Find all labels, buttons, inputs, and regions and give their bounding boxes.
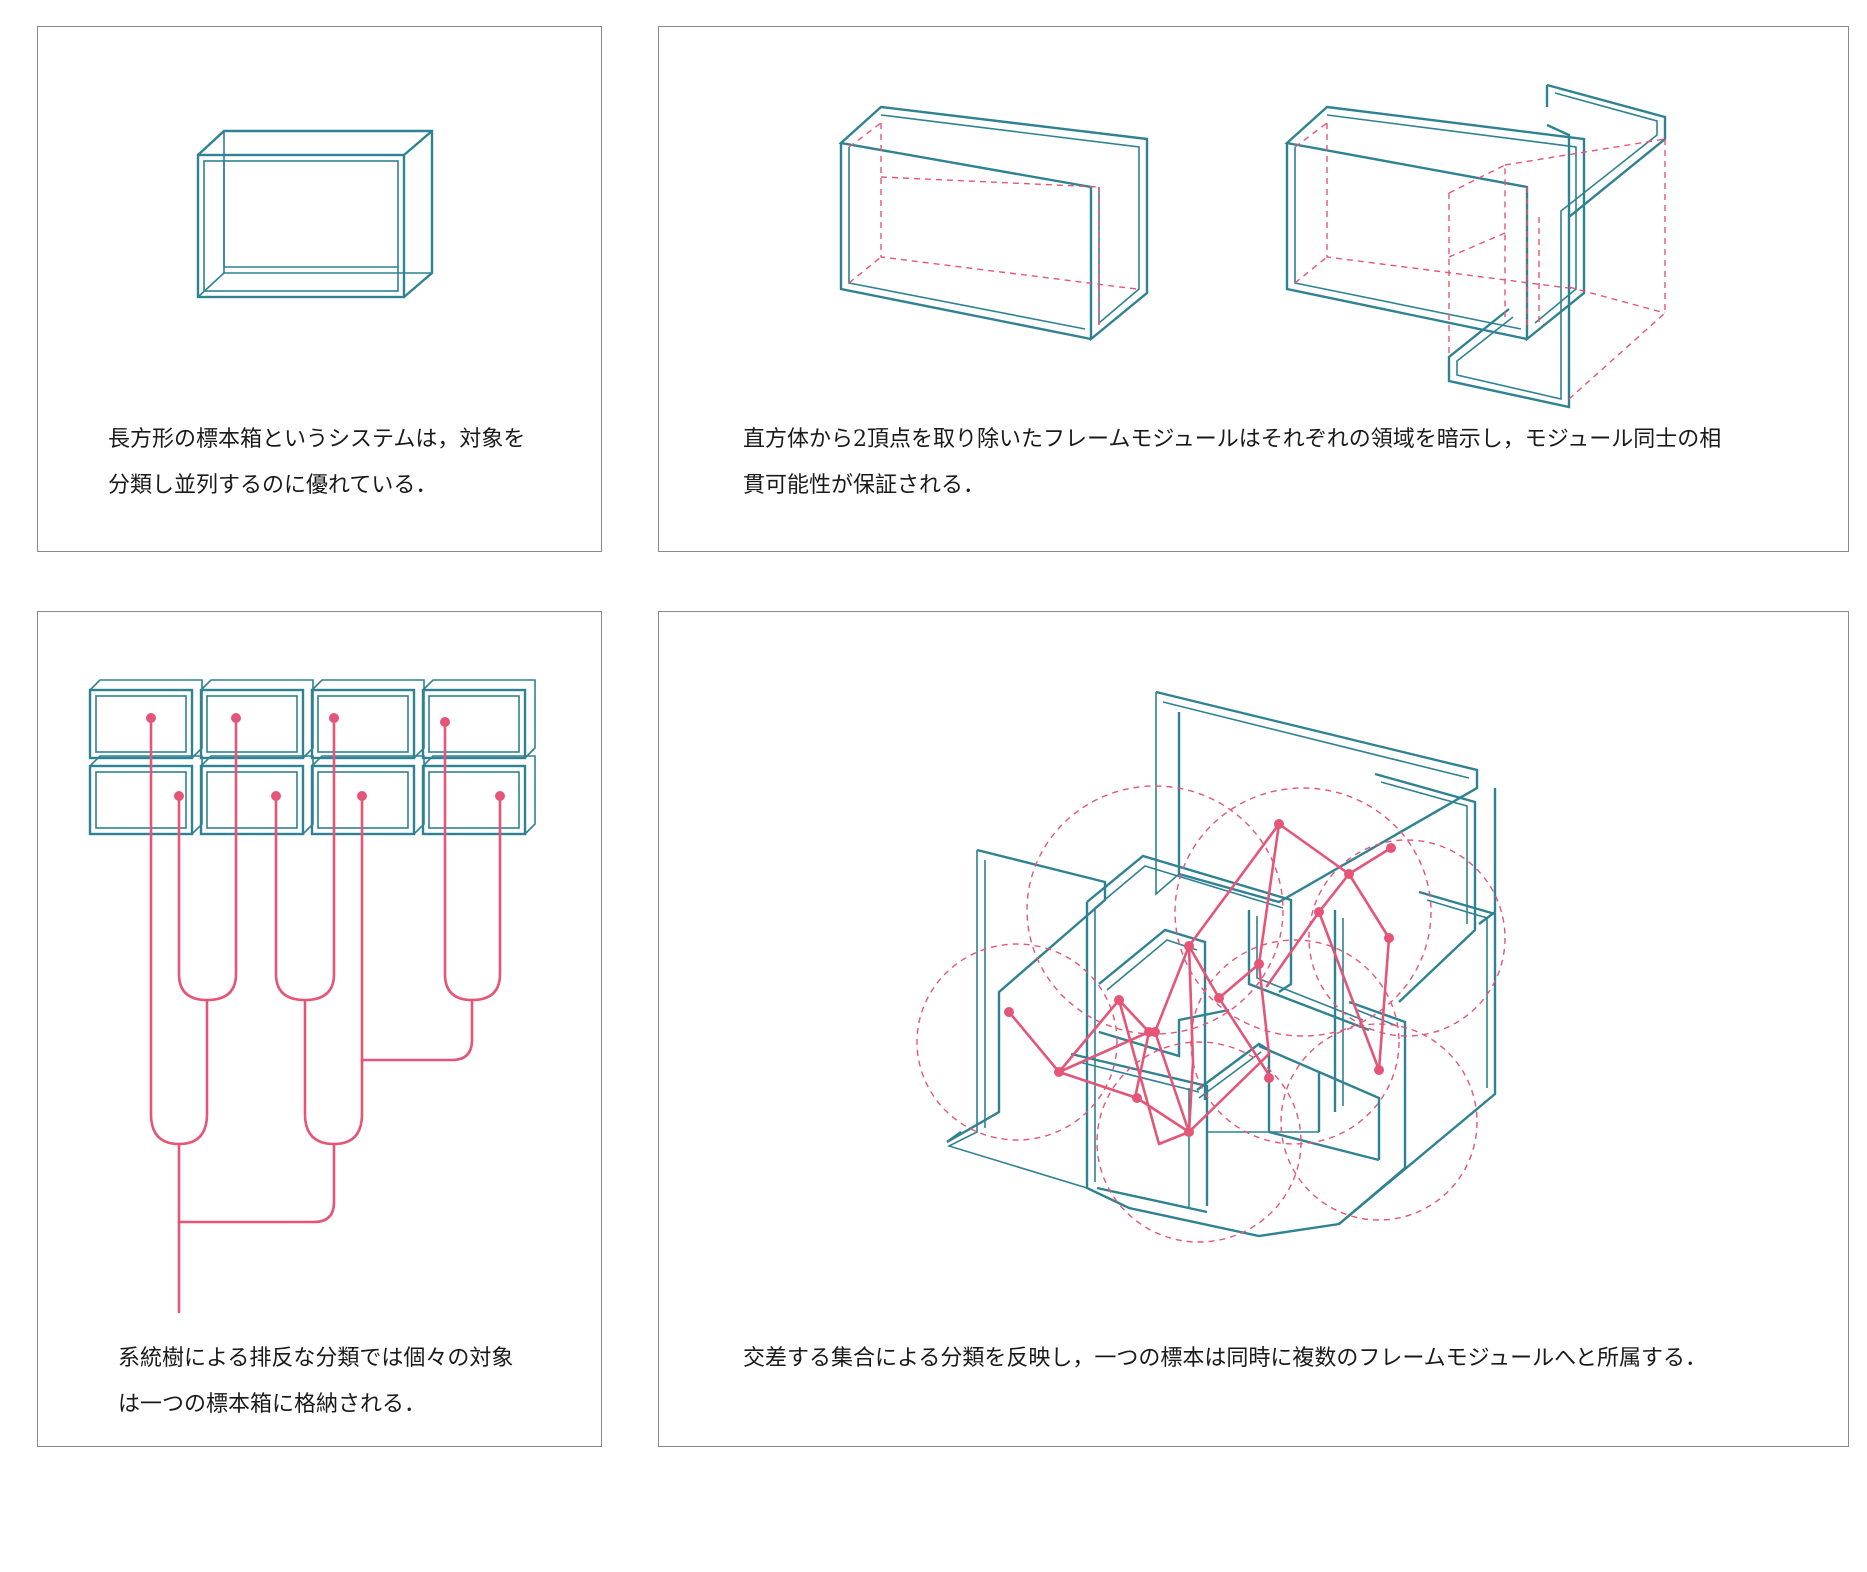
- specimen-network: [1004, 819, 1396, 1146]
- phylogenetic-tree: [146, 713, 505, 1314]
- caption-line: 貫可能性が保証される．: [743, 473, 986, 498]
- frame-module-b: [1284, 83, 1667, 409]
- panel-specimen-box: 長方形の標本箱というシステムは，対象を 分類し並列するのに優れている．: [37, 26, 602, 552]
- panel-frame-module: 直方体から2頂点を取り除いたフレームモジュールはそれぞれの領域を暗示し，モジュー…: [658, 26, 1849, 552]
- intersecting-frames-illustration: [916, 690, 1506, 1243]
- tree-and-boxes-illustration: [88, 679, 536, 1314]
- panel-intersecting-sets: 交差する集合による分類を反映し，一つの標本は同時に複数のフレームモジュールへと所…: [658, 611, 1849, 1447]
- frame-module-illustration: [838, 83, 1667, 409]
- caption-line: 直方体から2頂点を取り除いたフレームモジュールはそれぞれの領域を暗示し，モジュー…: [743, 427, 1722, 452]
- caption-line: 交差する集合による分類を反映し，一つの標本は同時に複数のフレームモジュールへと所…: [743, 1346, 1708, 1371]
- caption-line: は一つの標本箱に格納される．: [118, 1392, 427, 1417]
- caption-frame-module: 直方体から2頂点を取り除いたフレームモジュールはそれぞれの領域を暗示し，モジュー…: [743, 417, 1721, 509]
- box-row-1: [88, 679, 536, 760]
- caption-phylogenetic-tree: 系統樹による排反な分類では個々の対象 は一つの標本箱に格納される．: [118, 1336, 513, 1428]
- specimen-box-illustration: [196, 129, 434, 299]
- specimen-box-grid: [88, 679, 536, 836]
- box-row-2: [88, 755, 536, 836]
- caption-intersecting-sets: 交差する集合による分類を反映し，一つの標本は同時に複数のフレームモジュールへと所…: [743, 1336, 1707, 1382]
- caption-specimen-box: 長方形の標本箱というシステムは，対象を 分類し並列するのに優れている．: [108, 417, 525, 509]
- panel-phylogenetic-tree: 系統樹による排反な分類では個々の対象 は一つの標本箱に格納される．: [37, 611, 602, 1447]
- frame-module-a: [838, 105, 1149, 342]
- set-circles: [916, 785, 1506, 1243]
- frame-cluster: [946, 690, 1497, 1238]
- caption-line: 長方形の標本箱というシステムは，対象を: [108, 427, 526, 452]
- caption-line: 系統樹による排反な分類では個々の対象: [118, 1346, 514, 1371]
- caption-line: 分類し並列するのに優れている．: [108, 473, 438, 498]
